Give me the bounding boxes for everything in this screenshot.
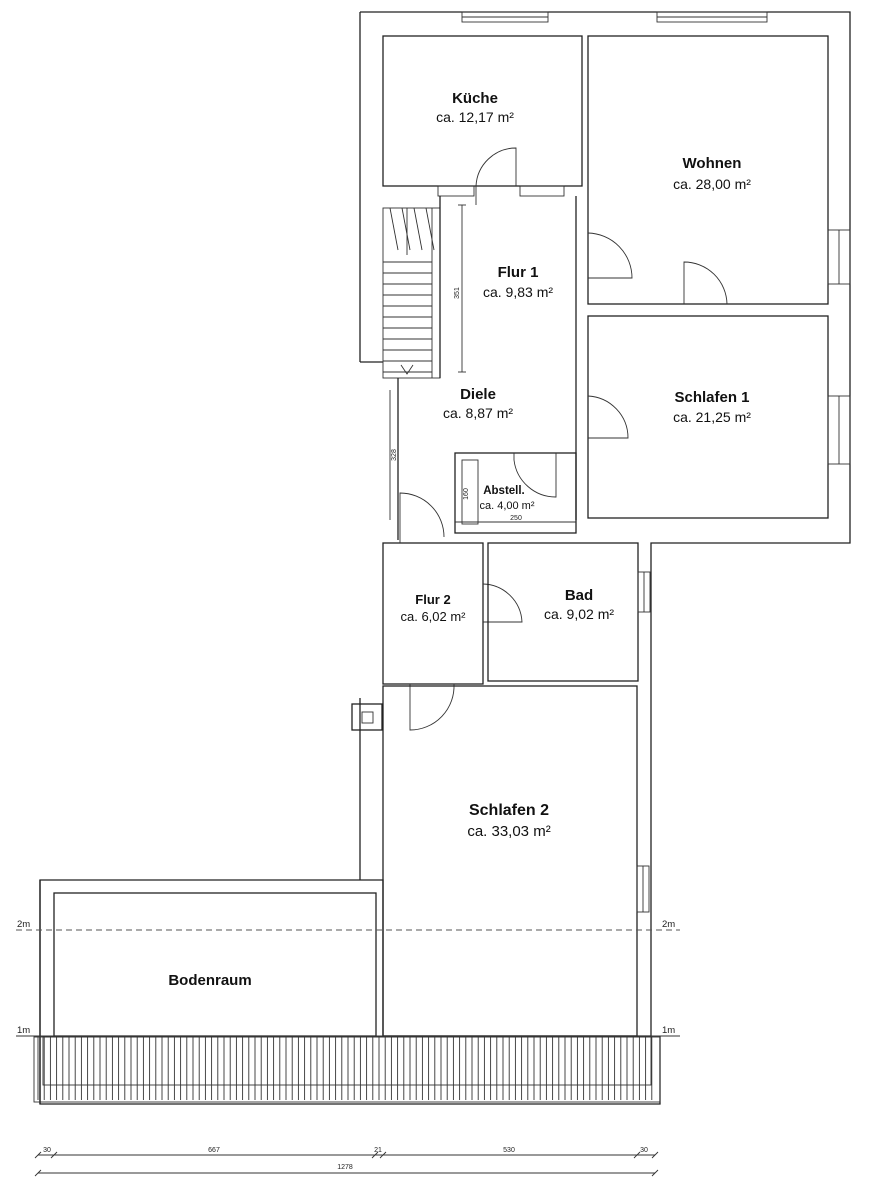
area-wohnen: ca. 28,00 m² — [673, 176, 751, 192]
stair-winder — [425, 207, 435, 251]
room-kueche — [382, 11, 583, 205]
stair-arrow — [400, 364, 414, 375]
level-label-lower-right: 1m — [662, 1025, 675, 1036]
stair-winder — [401, 207, 411, 251]
dim-diele-height: 328 — [391, 449, 398, 461]
dim-total: 1278 — [337, 1164, 353, 1171]
chimney — [351, 703, 383, 731]
dim-tick — [379, 1151, 387, 1159]
label-schlafen2: Schlafen 2 — [469, 802, 549, 819]
area-abstell: ca. 4,00 m² — [479, 500, 534, 512]
dim-abstell-height: 160 — [463, 488, 470, 500]
dim-segment-4: 530 — [503, 1147, 515, 1154]
room-wohnen — [587, 11, 851, 305]
eave-inner — [42, 1036, 652, 1086]
dim-tick — [651, 1151, 659, 1159]
eave-outline — [33, 1036, 661, 1103]
dim-segment-1: 30 — [43, 1147, 51, 1154]
room-schlafen2 — [382, 685, 650, 1037]
label-abstell: Abstell. — [483, 485, 525, 497]
label-schlafen1: Schlafen 1 — [674, 389, 749, 406]
level-lines — [16, 929, 680, 1037]
label-bad: Bad — [565, 587, 593, 604]
staircase — [382, 207, 441, 379]
area-flur2: ca. 6,02 m² — [400, 609, 466, 624]
stair-winder — [413, 207, 423, 251]
room-abstell — [454, 452, 577, 534]
level-label-upper-left: 2m — [17, 919, 30, 930]
dim-tick — [651, 1169, 659, 1177]
dim-segment-5: 30 — [640, 1147, 648, 1154]
room-bodenraum — [53, 892, 377, 1037]
eave-strip — [33, 1036, 661, 1103]
area-diele: ca. 8,87 m² — [443, 405, 513, 421]
label-flur1: Flur 1 — [498, 264, 539, 281]
dim-tick — [34, 1151, 42, 1159]
dim-flur-height: 351 — [454, 287, 461, 299]
room-flur2 — [382, 492, 523, 731]
area-schlafen2: ca. 33,03 m² — [467, 823, 550, 840]
dimension-lines — [34, 1151, 659, 1177]
dim-abstell-width: 250 — [510, 515, 522, 522]
area-schlafen1: ca. 21,25 m² — [673, 409, 751, 425]
stair-outline — [382, 207, 441, 379]
label-wohnen: Wohnen — [683, 155, 742, 172]
area-flur1: ca. 9,83 m² — [483, 284, 553, 300]
stair-winder — [389, 207, 399, 251]
label-flur2: Flur 2 — [415, 592, 450, 607]
room-bad — [487, 542, 651, 682]
dim-tick — [371, 1151, 379, 1159]
dim-tick — [50, 1151, 58, 1159]
dim-segment-2: 667 — [208, 1147, 220, 1154]
level-label-lower-left: 1m — [17, 1025, 30, 1036]
area-kueche: ca. 12,17 m² — [436, 109, 514, 125]
label-bodenraum: Bodenraum — [168, 972, 251, 989]
label-kueche: Küche — [452, 90, 498, 107]
label-diele: Diele — [460, 386, 496, 403]
dim-segment-3: 21 — [374, 1147, 382, 1154]
dim-tick — [633, 1151, 641, 1159]
level-label-upper-right: 2m — [662, 919, 675, 930]
area-bad: ca. 9,02 m² — [544, 606, 614, 622]
dim-tick — [34, 1169, 42, 1177]
room-schlafen1 — [587, 315, 851, 519]
